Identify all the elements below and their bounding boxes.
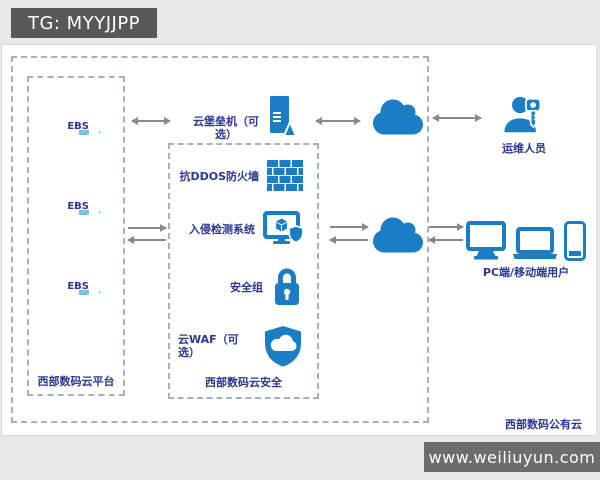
site-watermark-badge: www.weiliuyun.com xyxy=(424,442,600,472)
ebs-label: EBS xyxy=(67,121,89,132)
arrow-security-to-cloud xyxy=(330,223,369,231)
ebs-storage-group: EBS xyxy=(65,280,94,293)
tg-watermark-text: TG: MYYJJPP xyxy=(27,12,141,34)
firewall-brick-icon xyxy=(267,160,303,192)
security-item-row: 抗DDOS防火墙 xyxy=(178,160,303,192)
arrow-security-to-platform xyxy=(127,236,166,244)
laptop-icon xyxy=(511,227,559,261)
public-cloud-label: 西部数码公有云 xyxy=(505,418,582,431)
site-watermark-text: www.weiliuyun.com xyxy=(428,447,596,467)
ebs-label: EBS xyxy=(67,281,89,292)
arrow-users-to-cloud xyxy=(428,236,463,244)
arrow-bastion-cloud xyxy=(315,117,361,125)
cloud-security-box: 抗DDOS防火墙 入侵检测系统 xyxy=(168,143,319,399)
ebs-label: EBS xyxy=(67,201,89,212)
ebs-storage-group: EBS xyxy=(65,200,94,213)
arrow-platform-to-security xyxy=(128,224,167,232)
arrow-cloud-ops xyxy=(432,114,482,122)
cloud-platform-label: 西部数码云平台 xyxy=(37,375,115,388)
cloud-icon xyxy=(372,97,424,137)
ops-user-label: 运维人员 xyxy=(502,142,546,155)
security-item-row: 云WAF（可选） xyxy=(178,324,303,368)
security-item-row: 安全组 xyxy=(178,267,303,307)
intrusion-detection-label: 入侵检测系统 xyxy=(189,222,255,236)
arrow-platform-bastion xyxy=(131,117,171,125)
cloud-platform-box: EBS EBS EBS 西部数码云平台 xyxy=(27,76,125,396)
intrusion-detection-icon xyxy=(263,211,303,247)
security-item-row: 入侵检测系统 xyxy=(178,211,303,247)
end-user-devices xyxy=(454,217,598,261)
ddos-firewall-label: 抗DDOS防火墙 xyxy=(179,169,259,183)
bastion-label: 云堡垒机（可选） xyxy=(193,115,259,141)
smartphone-icon xyxy=(564,221,586,261)
operator-key-icon xyxy=(502,93,546,139)
pc-monitor-icon xyxy=(466,221,506,261)
tower-server-icon xyxy=(263,95,297,137)
ebs-storage-group: EBS xyxy=(65,120,94,133)
end-user-label: PC端/移动端用户 xyxy=(482,266,570,279)
security-group-label: 安全组 xyxy=(230,280,263,294)
arrow-cloud-to-security xyxy=(329,236,368,244)
cloud-icon xyxy=(372,215,424,255)
waf-label: 云WAF（可选） xyxy=(178,333,239,359)
diagram-canvas: 西部数码公有云 EBS EBS EBS 西部数码云平台 云堡垒机（可选） xyxy=(1,44,597,436)
security-group-lock-icon xyxy=(271,267,303,307)
cloud-security-label: 西部数码云安全 xyxy=(205,376,282,389)
waf-shield-icon xyxy=(263,324,303,368)
arrow-cloud-to-users xyxy=(429,223,464,231)
tg-watermark-badge: TG: MYYJJPP xyxy=(11,8,157,38)
